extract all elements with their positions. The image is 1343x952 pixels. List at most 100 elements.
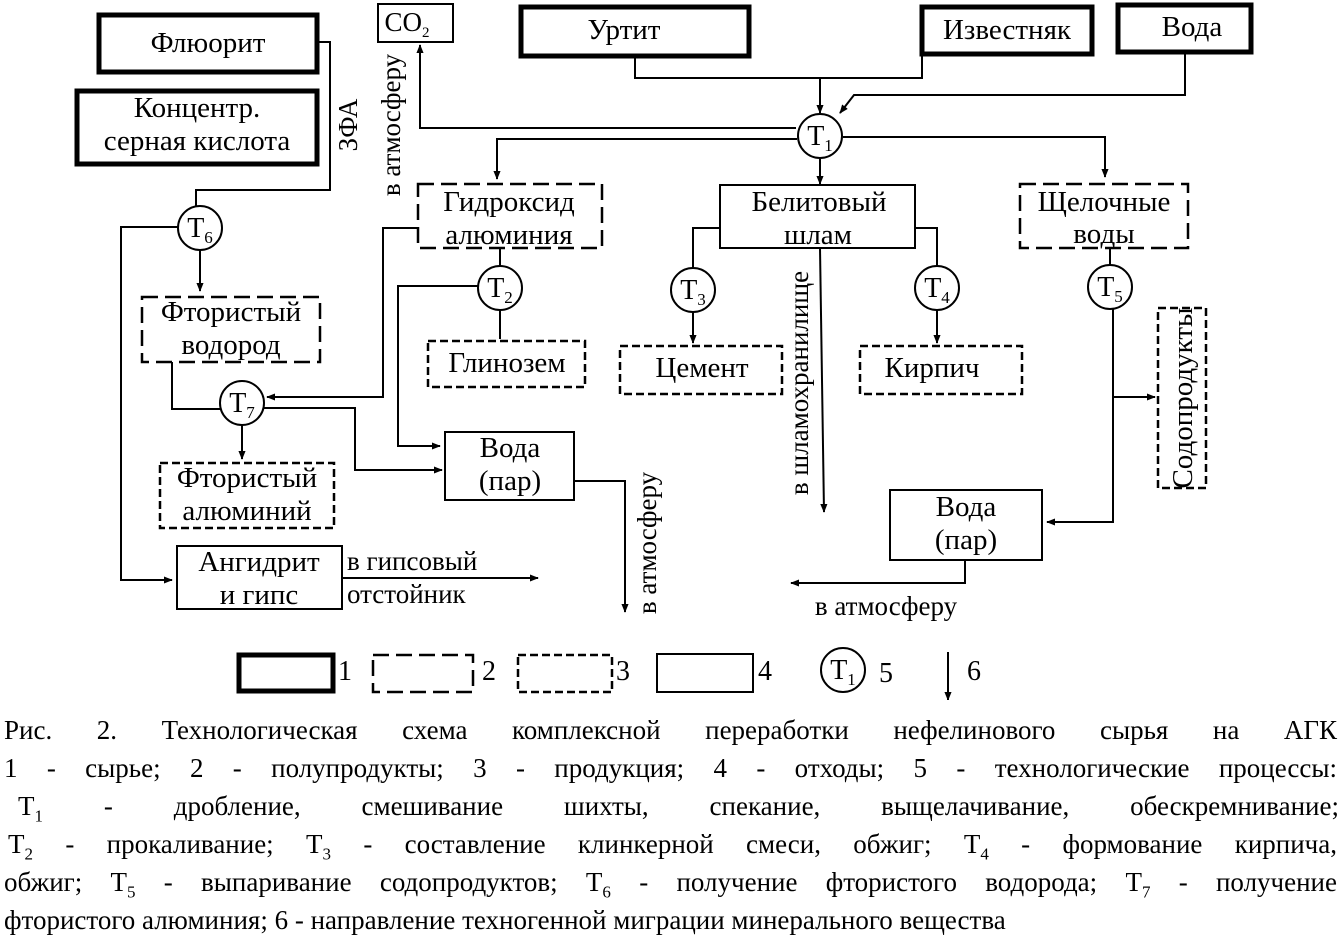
- process-t2: Т2: [477, 265, 523, 311]
- co2-label: CO2: [384, 7, 429, 41]
- aloh-box: [416, 182, 604, 250]
- fluorite-label: Флюорит: [151, 27, 266, 59]
- water-top-label: Вода: [1162, 11, 1223, 43]
- to-atmosphere-steam2-label: в атмосферу: [815, 591, 958, 621]
- steam2-label-line2: (пар): [935, 524, 997, 556]
- aloh-label-line1: Гидроксид: [443, 186, 575, 218]
- process-t6: Т6: [177, 205, 223, 251]
- t5-to-soda-arrow: [1112, 309, 1156, 401]
- to-atmosphere-co2-label: в атмосферу: [376, 53, 406, 196]
- anhydrite-label-line2: и гипс: [220, 579, 299, 611]
- connector-lines: [120, 41, 1186, 613]
- t2-to-steam-arrow: [397, 285, 478, 450]
- belite-label-line2: шлам: [784, 219, 852, 251]
- caption-line-3: Т1 - дробление, смешивание шихты, спекан…: [18, 791, 1339, 826]
- steam2-box: [889, 489, 1043, 561]
- alf-label-line2: алюминий: [182, 495, 311, 527]
- alf-box: [158, 461, 336, 530]
- alkali-box: [1018, 182, 1190, 250]
- caption-line-2: 1 - сырье; 2 - полупродукты; 3 - продукц…: [4, 753, 1337, 783]
- svg-text:Т6: Т6: [187, 213, 213, 247]
- legend: 1 2 3 4 Т1 5 6: [236, 647, 981, 700]
- svg-text:Т2: Т2: [487, 273, 513, 307]
- acid-label-line1: Концентр.: [134, 92, 261, 124]
- legend-product-swatch: [516, 653, 614, 694]
- legend-label-5: 5: [879, 658, 893, 689]
- legend-raw-swatch: [236, 652, 336, 694]
- legend-process-symbol: Т1: [830, 655, 856, 689]
- brick-box: [858, 344, 1024, 396]
- anhydrite-box: [176, 545, 343, 610]
- zfa-to-t6-line: [195, 41, 331, 208]
- limestone-box: [919, 4, 1095, 57]
- legend-waste-swatch: [656, 653, 754, 693]
- t1-to-aloh-arrow: [493, 138, 797, 180]
- urtite-label: Уртит: [588, 14, 661, 46]
- alumina-label: Глинозем: [448, 347, 565, 379]
- steam1-label-line1: Вода: [480, 432, 541, 464]
- anhydrite-label-line1: Ангидрит: [198, 546, 320, 578]
- caption-line-6: фтористого алюминия; 6 - направление тех…: [4, 905, 1006, 935]
- flow-labels: ЗФА в атмосферу в атмосферу в атмосферу …: [333, 53, 958, 621]
- hf-label-line2: водород: [181, 329, 281, 361]
- limestone-label: Известняк: [943, 14, 1072, 46]
- process-t7: Т7: [219, 380, 265, 426]
- process-t3: Т3: [670, 267, 716, 313]
- alkali-label-line2: воды: [1073, 218, 1134, 250]
- node-labels: Флюорит Концентр. серная кислота Уртит И…: [104, 7, 1223, 611]
- co2-box: [377, 3, 454, 43]
- belite-to-t3-line: [692, 227, 720, 268]
- caption-line-1: Рис. 2. Технологическая схема комплексно…: [4, 715, 1337, 745]
- legend-label-3: 3: [616, 656, 630, 687]
- legend-process-swatch: [820, 647, 866, 693]
- hf-label-line1: Фтористый: [161, 296, 301, 328]
- aloh-label-line2: алюминия: [445, 219, 572, 251]
- svg-text:Т5: Т5: [1097, 272, 1123, 306]
- acid-box: [74, 88, 320, 167]
- process-nodes: Т1 Т2 Т3 Т4 Т5 Т6 Т7: [177, 113, 1133, 426]
- legend-label-6: 6: [967, 656, 981, 687]
- brick-label: Кирпич: [885, 352, 980, 384]
- svg-text:Т3: Т3: [680, 275, 706, 309]
- gypsum-label-line2: отстойник: [347, 579, 467, 609]
- fluorite-box: [96, 12, 320, 75]
- alumina-box: [426, 339, 587, 389]
- steam1-box: [444, 431, 575, 501]
- t6-to-anhydrite-arrow: [120, 226, 178, 584]
- belite-to-t4-line: [915, 227, 938, 266]
- steam2-to-atmosphere-arrow: [790, 560, 966, 587]
- cement-box: [618, 344, 784, 396]
- aloh-to-t7-arrow: [266, 227, 418, 401]
- belite-label-line1: Белитовый: [751, 186, 886, 218]
- belite-box: [719, 184, 916, 249]
- process-t5: Т5: [1087, 264, 1133, 310]
- caption-line-4: Т2 - прокаливание; Т3 - составление клин…: [8, 829, 1337, 864]
- urtite-box: [518, 4, 752, 59]
- hf-to-t7-line: [171, 362, 220, 410]
- soda-label: Содопродукты: [1167, 307, 1199, 488]
- steam-to-atmosphere-arrow: [574, 480, 629, 613]
- legend-label-4: 4: [758, 656, 772, 687]
- t7-to-steam-arrow: [264, 407, 443, 474]
- node-boxes: [74, 2, 1254, 610]
- soda-box: [1156, 306, 1208, 490]
- belite-to-sludge-arrow: [819, 247, 828, 513]
- to-sludge-label: в шламохранилище: [784, 271, 814, 495]
- steam2-label-line1: Вода: [936, 491, 997, 523]
- to-atmosphere-steam1-label: в атмосферу: [632, 471, 662, 614]
- legend-semiproduct-swatch: [371, 653, 475, 694]
- technological-scheme-diagram: Флюорит Концентр. серная кислота Уртит И…: [74, 2, 1254, 700]
- svg-text:Т4: Т4: [924, 273, 950, 307]
- gypsum-label-line1: в гипсовый: [347, 546, 477, 576]
- legend-label-2: 2: [482, 656, 496, 687]
- svg-text:Т1: Т1: [807, 121, 833, 155]
- t5-to-steam2-arrow: [1046, 397, 1114, 526]
- cement-label: Цемент: [655, 352, 749, 384]
- steam1-label-line2: (пар): [479, 465, 541, 497]
- water-top-box: [1115, 2, 1254, 55]
- urtite-to-t1-line: [634, 55, 820, 79]
- limestone-to-t1-arrow: [816, 55, 923, 114]
- alkali-label-line1: Щелочные: [1038, 186, 1171, 218]
- water-to-t1-arrow: [839, 53, 1186, 114]
- zfa-label: ЗФА: [333, 98, 363, 151]
